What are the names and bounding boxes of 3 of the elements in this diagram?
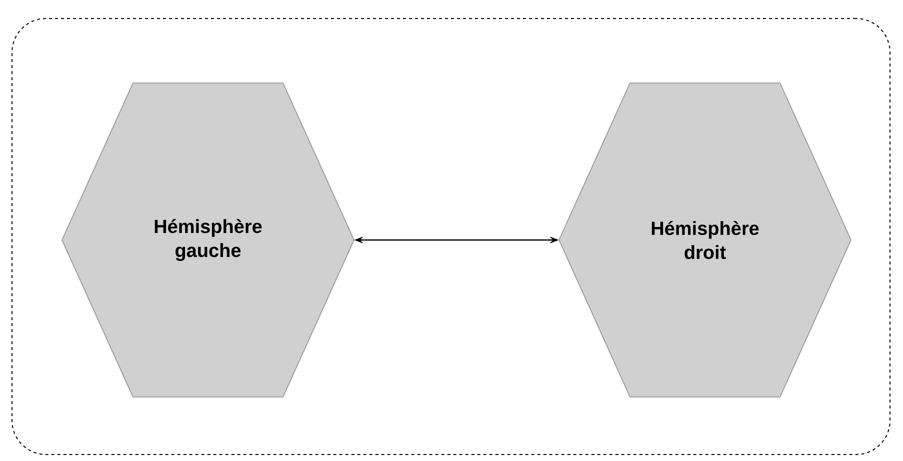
hexagon: Hémisphère gauche — [62, 82, 354, 398]
hexagon: Hémisphère droit — [558, 82, 852, 398]
dashed-frame — [12, 18, 890, 455]
